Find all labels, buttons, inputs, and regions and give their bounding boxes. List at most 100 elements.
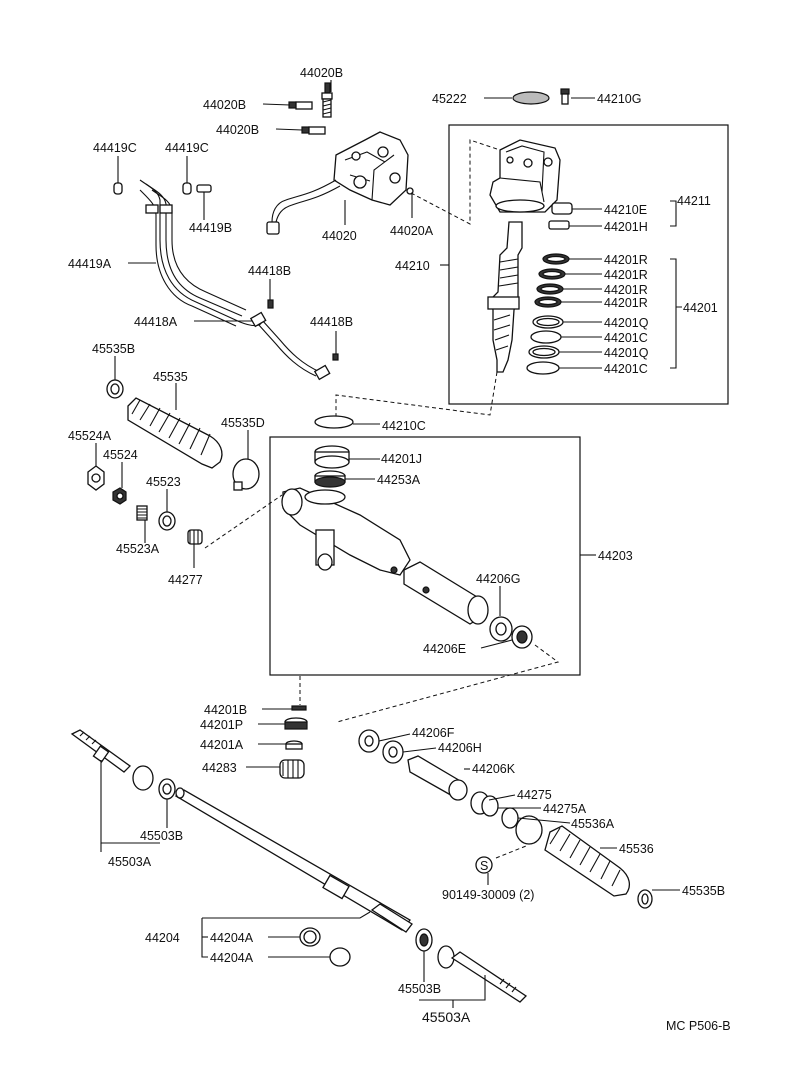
label-45535: 45535 — [153, 370, 188, 384]
guide-44201P — [284, 717, 308, 730]
clamp-44419B — [196, 184, 212, 193]
bolt-44020B-parts — [288, 82, 333, 135]
seal-44206E — [511, 625, 533, 649]
seat-45523 — [158, 511, 176, 531]
plug-44277 — [187, 529, 203, 545]
label-45222: 45222 — [432, 92, 467, 106]
clamp-44418B-a — [267, 299, 274, 309]
label-44275A: 44275A — [543, 802, 587, 816]
label-44210E: 44210E — [604, 203, 647, 217]
oring-44210C — [314, 415, 354, 429]
pinion-shaft-44210 — [487, 221, 523, 373]
seal-44206G — [489, 616, 513, 642]
label-44206E: 44206E — [423, 642, 466, 656]
rack-bar-44204 — [174, 787, 413, 933]
label-44201B: 44201B — [204, 703, 247, 717]
tie-rod-end-right-45503A — [437, 945, 528, 1003]
label-44201R-2: 44201R — [604, 268, 648, 282]
label-44020B-low: 44020B — [216, 123, 259, 137]
label-44210: 44210 — [395, 259, 430, 273]
plug-44210G — [560, 88, 570, 105]
label-44419C-a: 44419C — [93, 141, 137, 155]
label-44201: 44201 — [683, 301, 718, 315]
label-44020A: 44020A — [390, 224, 434, 238]
label-90149-30009: 90149-30009 (2) — [442, 888, 534, 902]
label-44201J: 44201J — [381, 452, 422, 466]
nut-45524 — [112, 487, 127, 505]
label-44418A: 44418A — [134, 315, 178, 329]
seal-44201H — [548, 220, 570, 230]
label-45535D: 45535D — [221, 416, 265, 430]
footer-code: MC P506-B — [666, 1019, 731, 1033]
label-44020: 44020 — [322, 229, 357, 243]
pin-44201B — [291, 705, 307, 711]
bushing-44201J — [314, 445, 350, 469]
rack-housing-44203 — [281, 487, 489, 625]
label-45536: 45536 — [619, 842, 654, 856]
valve-housing-44020 — [266, 131, 409, 235]
label-44201C-1: 44201C — [604, 331, 648, 345]
clamp-44419C-b — [182, 182, 192, 195]
tube-44206K — [407, 755, 468, 801]
label-44418B-b: 44418B — [310, 315, 353, 329]
label-45536A: 45536A — [571, 817, 615, 831]
dashed-reference-lines — [204, 139, 560, 859]
label-44283: 44283 — [202, 761, 237, 775]
label-44204A-a: 44204A — [210, 931, 254, 945]
bushing-44204A-b — [329, 947, 351, 967]
label-44206H: 44206H — [438, 741, 482, 755]
label-44211: 44211 — [677, 194, 711, 208]
label-45535B: 45535B — [92, 342, 135, 356]
label-44201P: 44201P — [200, 718, 243, 732]
label-44203: 44203 — [598, 549, 633, 563]
label-44206F: 44206F — [412, 726, 455, 740]
label-44206G: 44206G — [476, 572, 520, 586]
boot-45536 — [544, 825, 631, 897]
label-45503A-left: 45503A — [108, 855, 152, 869]
label-44275: 44275 — [517, 788, 552, 802]
label-44204: 44204 — [145, 931, 180, 945]
label-44206K: 44206K — [472, 762, 516, 776]
label-44201A: 44201A — [200, 738, 244, 752]
seal-rings-44201 — [526, 253, 570, 375]
nut-45503B-left — [158, 778, 176, 800]
clamp-44419C-a — [113, 182, 123, 195]
gasket-45222 — [512, 91, 550, 105]
label-44201R-4: 44201R — [604, 296, 648, 310]
label-45503B-left: 45503B — [140, 829, 183, 843]
valve-body-44211 — [489, 139, 561, 213]
label-44419C-b: 44419C — [165, 141, 209, 155]
locknut-45524A — [87, 465, 105, 491]
label-44201R-3: 44201R — [604, 283, 648, 297]
label-44201R-1: 44201R — [604, 253, 648, 267]
clip-45535B — [106, 379, 124, 399]
seal-44210E — [551, 202, 573, 215]
rack-housing-box — [269, 436, 581, 676]
label-44201Q-2: 44201Q — [604, 346, 649, 360]
clip-45535B-right — [637, 889, 653, 909]
leader-lines — [95, 80, 682, 1008]
label-44210G: 44210G — [597, 92, 641, 106]
adjuster-44283 — [279, 759, 305, 779]
label-44201C-2: 44201C — [604, 362, 648, 376]
label-45524A: 45524A — [68, 429, 112, 443]
label-44020B-top: 44020B — [300, 66, 343, 80]
clamp-44418B-b — [332, 353, 339, 361]
label-44419A: 44419A — [68, 257, 112, 271]
spring-44201A — [285, 740, 303, 750]
nut-45503B-right — [415, 928, 433, 952]
label-44253A: 44253A — [377, 473, 421, 487]
label-44020B-mid: 44020B — [203, 98, 246, 112]
label-44418B-a: 44418B — [248, 264, 291, 278]
label-45523: 45523 — [146, 475, 181, 489]
label-45503A-right: 45503A — [422, 1009, 471, 1025]
label-44210C: 44210C — [382, 419, 426, 433]
label-45535B-right: 45535B — [682, 884, 725, 898]
label-44419B: 44419B — [189, 221, 232, 235]
pressure-lines-44419A-44418A — [139, 179, 331, 381]
tie-rod-end-left-45503A — [70, 729, 154, 791]
seal-44206H — [382, 740, 404, 764]
valve-assembly-box — [448, 124, 729, 405]
label-45524: 45524 — [103, 448, 138, 462]
